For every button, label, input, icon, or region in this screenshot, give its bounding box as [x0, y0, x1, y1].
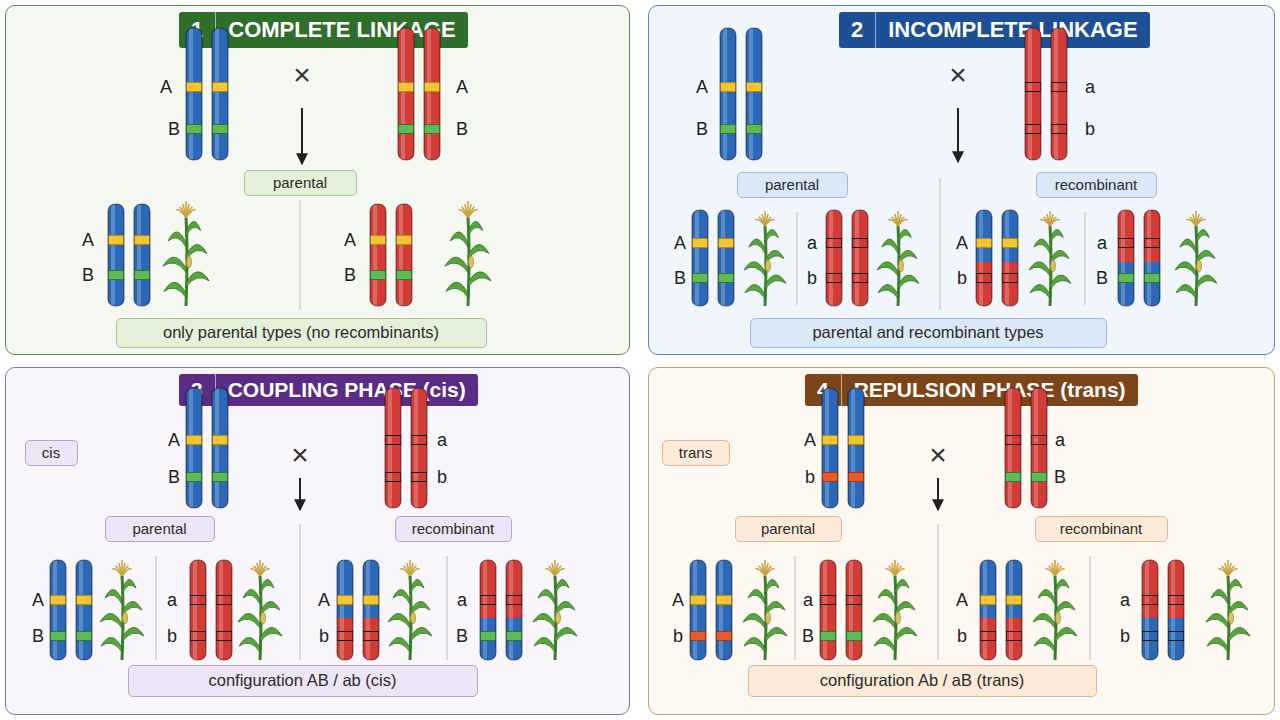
allele-letter: A: [674, 234, 686, 252]
label-box: recombinant: [1036, 172, 1157, 198]
box-text: only parental types (no recombinants): [163, 323, 439, 342]
box-text: recombinant: [1055, 176, 1138, 193]
panel-frame: 4REPULSION PHASE (trans) trans parental rec…: [648, 367, 1275, 715]
allele-letter: a: [457, 591, 467, 609]
allele-letter: A: [696, 78, 708, 96]
allele-letter: A: [168, 431, 180, 449]
box-text: trans: [679, 444, 712, 461]
allele-letter: B: [456, 120, 468, 138]
label-box: trans: [662, 440, 730, 466]
allele-letter: B: [168, 468, 180, 486]
box-text: parental: [761, 520, 815, 537]
allele-letter: a: [807, 234, 817, 252]
panel-title-bar: 1COMPLETE LINKAGE: [179, 12, 468, 48]
allele-letter: a: [1085, 78, 1095, 96]
panel-frame: 1COMPLETE LINKAGE parental only parental t…: [5, 5, 630, 355]
panel-title-bar: 3COUPLING PHASE (cis): [179, 374, 478, 406]
box-text: recombinant: [412, 520, 495, 537]
label-box: parental: [737, 172, 848, 198]
allele-letter: A: [160, 78, 172, 96]
allele-letter: a: [1055, 431, 1065, 449]
allele-letter: a: [437, 431, 447, 449]
allele-letter: b: [1120, 627, 1130, 645]
allele-letter: b: [319, 627, 329, 645]
label-box: parental and recombinant types: [750, 318, 1107, 348]
allele-letter: b: [673, 627, 683, 645]
panel-number: 4: [805, 374, 842, 406]
panel-title: COMPLETE LINKAGE: [216, 12, 467, 48]
allele-letter: b: [1085, 120, 1095, 138]
cross-symbol: ×: [949, 60, 967, 90]
allele-letter: B: [82, 266, 94, 284]
panel-number: 2: [839, 12, 876, 48]
panel-title: INCOMPLETE LINKAGE: [876, 12, 1149, 48]
label-box: configuration AB / ab (cis): [128, 665, 478, 697]
cross-symbol: ×: [291, 440, 309, 470]
cross-symbol: ×: [293, 60, 311, 90]
allele-letter: A: [804, 431, 816, 449]
box-text: parental: [765, 176, 819, 193]
box-text: cis: [42, 444, 60, 461]
allele-letter: B: [32, 627, 44, 645]
allele-letter: a: [1097, 234, 1107, 252]
label-box: parental: [735, 516, 842, 542]
allele-letter: a: [1120, 591, 1130, 609]
cross-symbol: ×: [929, 440, 947, 470]
label-box: cis: [25, 440, 78, 466]
panel-title: COUPLING PHASE (cis): [216, 374, 478, 406]
allele-letter: b: [805, 468, 815, 486]
panel-number: 1: [179, 12, 216, 48]
allele-letter: A: [318, 591, 330, 609]
box-text: parental: [273, 174, 327, 191]
label-box: recombinant: [1035, 516, 1168, 542]
allele-letter: B: [696, 120, 708, 138]
allele-letter: A: [956, 234, 968, 252]
label-box: parental: [244, 170, 357, 196]
allele-letter: B: [674, 269, 686, 287]
allele-letter: a: [803, 591, 813, 609]
box-text: configuration AB / ab (cis): [208, 671, 396, 690]
allele-letter: A: [344, 231, 356, 249]
panel-title-bar: 4REPULSION PHASE (trans): [805, 374, 1138, 406]
panel-frame: 2INCOMPLETE LINKAGE parental recombinant pa…: [648, 5, 1275, 355]
box-text: parental and recombinant types: [812, 323, 1043, 342]
allele-letter: b: [167, 627, 177, 645]
allele-letter: B: [802, 627, 814, 645]
allele-letter: A: [456, 78, 468, 96]
allele-letter: B: [1054, 468, 1066, 486]
panel-title-bar: 2INCOMPLETE LINKAGE: [839, 12, 1150, 48]
allele-letter: A: [32, 591, 44, 609]
allele-letter: a: [167, 591, 177, 609]
allele-letter: B: [168, 120, 180, 138]
box-text: parental: [132, 520, 186, 537]
label-box: only parental types (no recombinants): [116, 318, 487, 348]
label-box: parental: [105, 516, 215, 542]
label-box: recombinant: [395, 516, 512, 542]
allele-letter: b: [957, 627, 967, 645]
allele-letter: B: [456, 627, 468, 645]
allele-letter: B: [1096, 269, 1108, 287]
panel-number: 3: [179, 374, 216, 406]
box-text: configuration Ab / aB (trans): [820, 671, 1025, 690]
allele-letter: b: [957, 269, 967, 287]
allele-letter: B: [344, 266, 356, 284]
allele-letter: b: [807, 269, 817, 287]
allele-letter: b: [437, 468, 447, 486]
allele-letter: A: [672, 591, 684, 609]
label-box: configuration Ab / aB (trans): [748, 665, 1097, 697]
panel-frame: 3COUPLING PHASE (cis) cis parental recombin…: [5, 367, 630, 715]
allele-letter: A: [82, 231, 94, 249]
panel-title: REPULSION PHASE (trans): [842, 374, 1138, 406]
allele-letter: A: [956, 591, 968, 609]
box-text: recombinant: [1060, 520, 1143, 537]
